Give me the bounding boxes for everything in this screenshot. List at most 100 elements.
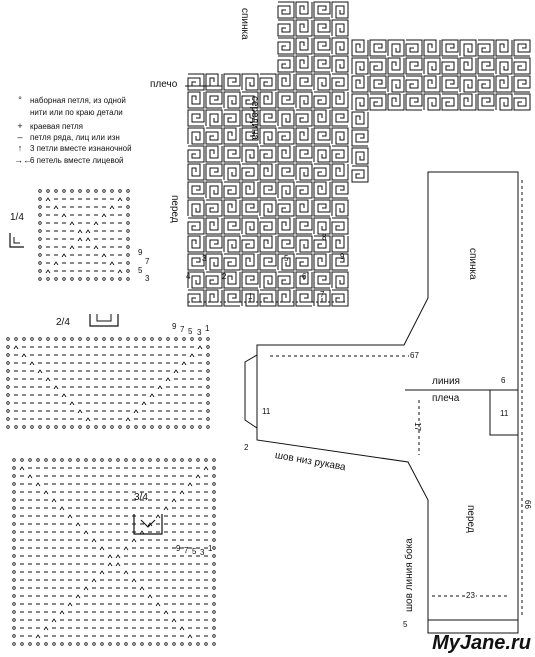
- cast-on-stitch: [68, 458, 72, 462]
- cast-on-stitch: [212, 570, 216, 574]
- legend-text: 6 петель вместе лицевой: [30, 156, 124, 165]
- motif-tile: [187, 73, 205, 91]
- decrease-stitch: [19, 466, 25, 471]
- motif-tile: [187, 181, 205, 199]
- motif-tile: [259, 289, 277, 307]
- motif-tile: [441, 93, 459, 111]
- pattern-label-linia: линия: [432, 376, 460, 387]
- cast-on-stitch: [38, 221, 42, 225]
- motif-tile: [295, 109, 313, 127]
- decrease-stitch: [91, 538, 97, 543]
- cast-on-stitch: [188, 458, 192, 462]
- pattern-label-plecha: плеча: [432, 393, 460, 404]
- cast-on-stitch: [140, 642, 144, 646]
- motif-tile: [313, 271, 331, 289]
- decrease-stitch: [101, 253, 107, 258]
- cast-on-stitch: [22, 337, 26, 341]
- pattern-label-shov-linia-boka: шов линия бока: [404, 538, 415, 612]
- cast-on-stitch: [78, 425, 82, 429]
- cast-on-stitch: [6, 393, 10, 397]
- cast-on-stitch: [92, 642, 96, 646]
- cast-on-stitch: [206, 385, 210, 389]
- motif-tile: [277, 289, 295, 307]
- decrease-stitch: [155, 514, 161, 519]
- motif-tile: [205, 127, 223, 145]
- decrease-stitch: [195, 474, 201, 479]
- motif-tile: [331, 253, 349, 271]
- decrease-stitch: [13, 345, 19, 350]
- motif-tile: [205, 217, 223, 235]
- cast-on-stitch: [172, 458, 176, 462]
- motif-tile: [187, 199, 205, 217]
- decrease-stitch: [155, 602, 161, 607]
- motif-num-3: 3: [202, 254, 207, 263]
- motif-tile: [295, 253, 313, 271]
- cast-on-stitch: [12, 618, 16, 622]
- motif-tile: [313, 19, 331, 37]
- motif-tile: [187, 145, 205, 163]
- motif-tile: [351, 39, 369, 57]
- motif-tile: [441, 39, 459, 57]
- cast-on-stitch: [180, 642, 184, 646]
- chart-3-row-1: 1: [208, 544, 213, 553]
- motif-tile: [241, 199, 259, 217]
- cast-on-stitch: [126, 277, 130, 281]
- motif-tile: [205, 109, 223, 127]
- motif-tile: [477, 75, 495, 93]
- motif-tile: [331, 181, 349, 199]
- motif-tile: [205, 163, 223, 181]
- motif-tile: [313, 217, 331, 235]
- cast-on-stitch: [6, 377, 10, 381]
- motif-num-8: 8: [322, 233, 327, 242]
- cast-on-stitch: [94, 277, 98, 281]
- cast-on-stitch: [70, 425, 74, 429]
- decrease-stitch: [147, 522, 153, 527]
- motif-tile: [223, 289, 241, 307]
- motif-tile: [295, 127, 313, 145]
- cast-on-stitch: [124, 458, 128, 462]
- motif-tile: [313, 127, 331, 145]
- motif-tile: [441, 57, 459, 75]
- motif-tile: [277, 1, 295, 19]
- watermark-logo: MyJane.ru: [432, 632, 531, 654]
- motif-tile: [223, 73, 241, 91]
- motif-tile: [205, 145, 223, 163]
- cast-on-stitch: [182, 337, 186, 341]
- motif-tile: [351, 57, 369, 75]
- cast-on-stitch: [38, 197, 42, 201]
- motif-label-pered: перед: [169, 195, 180, 223]
- cast-on-stitch: [150, 337, 154, 341]
- motif-tile: [223, 163, 241, 181]
- motif-tile: [277, 127, 295, 145]
- motif-tile: [369, 39, 387, 57]
- cast-on-stitch: [92, 458, 96, 462]
- cast-on-stitch: [46, 189, 50, 193]
- dim-2: 2: [244, 443, 249, 452]
- motif-tile: [187, 127, 205, 145]
- cast-on-stitch: [12, 466, 16, 470]
- cast-on-stitch: [212, 498, 216, 502]
- chart-quarter-3: [12, 458, 216, 646]
- decrease-stitch: [115, 562, 121, 567]
- quarter-3-icon: [133, 514, 163, 535]
- motif-num-2: 2: [222, 272, 227, 281]
- cast-on-stitch: [190, 337, 194, 341]
- cast-on-stitch: [108, 458, 112, 462]
- cast-on-stitch: [110, 337, 114, 341]
- cast-on-stitch: [164, 642, 168, 646]
- motif-tile: [241, 181, 259, 199]
- cast-on-stitch: [28, 642, 32, 646]
- motif-tile: [277, 253, 295, 271]
- motif-tile: [259, 109, 277, 127]
- cast-on-stitch: [30, 425, 34, 429]
- motif-tile: [313, 199, 331, 217]
- cast-on-stitch: [76, 458, 80, 462]
- cast-on-stitch: [20, 642, 24, 646]
- decrease-stitch: [59, 610, 65, 615]
- dim-11-neck: 11: [500, 409, 509, 418]
- cast-on-stitch: [212, 642, 216, 646]
- cast-on-stitch: [94, 189, 98, 193]
- decrease-stitch: [107, 554, 113, 559]
- motif-label-spinka: спинка: [239, 8, 250, 40]
- decrease-stitch: [123, 546, 129, 551]
